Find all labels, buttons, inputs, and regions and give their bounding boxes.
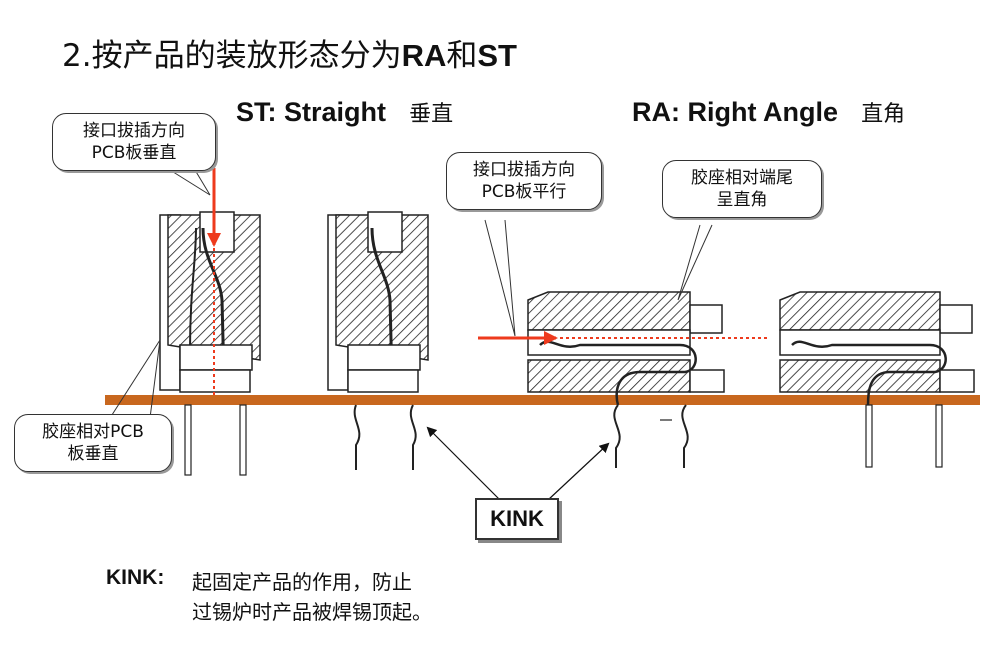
- callout-ra-housing: 胶座相对端尾 呈直角: [662, 160, 822, 218]
- ra-heading-label: RA: Right Angle: [632, 97, 838, 127]
- callout-line: 接口拔插方向: [83, 121, 185, 141]
- callout-line: PCB板平行: [481, 182, 567, 202]
- page-title: 2.按产品的装放形态分为RA和ST: [62, 30, 517, 75]
- st-heading: ST: Straight 垂直: [236, 96, 453, 128]
- callout-line: PCB板垂直: [91, 143, 177, 163]
- callout-ra-insert-direction: 接口拔插方向 PCB板平行: [446, 152, 602, 210]
- kink-pointers: [426, 426, 610, 501]
- title-text: 按产品的装放形态分为: [91, 38, 402, 74]
- note-line-2: 过锡炉时产品被焊锡顶起。: [192, 600, 432, 624]
- callout-line: 板垂直: [67, 444, 119, 464]
- title-ra: RA: [401, 38, 447, 73]
- ra-connector-2: [779, 291, 975, 468]
- note-line-1: 起固定产品的作用，防止: [192, 570, 412, 594]
- pcb-board: [105, 395, 980, 405]
- st-connector-2: [327, 211, 429, 470]
- kink-label-box: KINK: [475, 498, 559, 540]
- title-and: 和: [446, 38, 478, 74]
- st-heading-cn: 垂直: [409, 102, 454, 127]
- callout-st-insert-direction: 接口拔插方向 PCB板垂直: [52, 113, 216, 171]
- ra-heading-cn: 直角: [861, 102, 906, 127]
- callout-st-housing: 胶座相对PCB 板垂直: [14, 414, 172, 472]
- callout-line: 呈直角: [716, 190, 768, 210]
- callout-line: 接口拔插方向: [473, 160, 575, 180]
- title-st: ST: [477, 38, 517, 73]
- note-term: KINK:: [106, 566, 165, 589]
- st-connector-1: [159, 200, 261, 476]
- title-number: 2.: [62, 38, 92, 74]
- ra-connector-1: [527, 291, 768, 468]
- ra-heading: RA: Right Angle 直角: [632, 96, 905, 128]
- callout-pointers: [109, 169, 713, 419]
- callout-line: 胶座相对端尾: [691, 168, 793, 188]
- callout-line: 胶座相对PCB: [42, 422, 144, 442]
- st-heading-label: ST: Straight: [236, 97, 387, 127]
